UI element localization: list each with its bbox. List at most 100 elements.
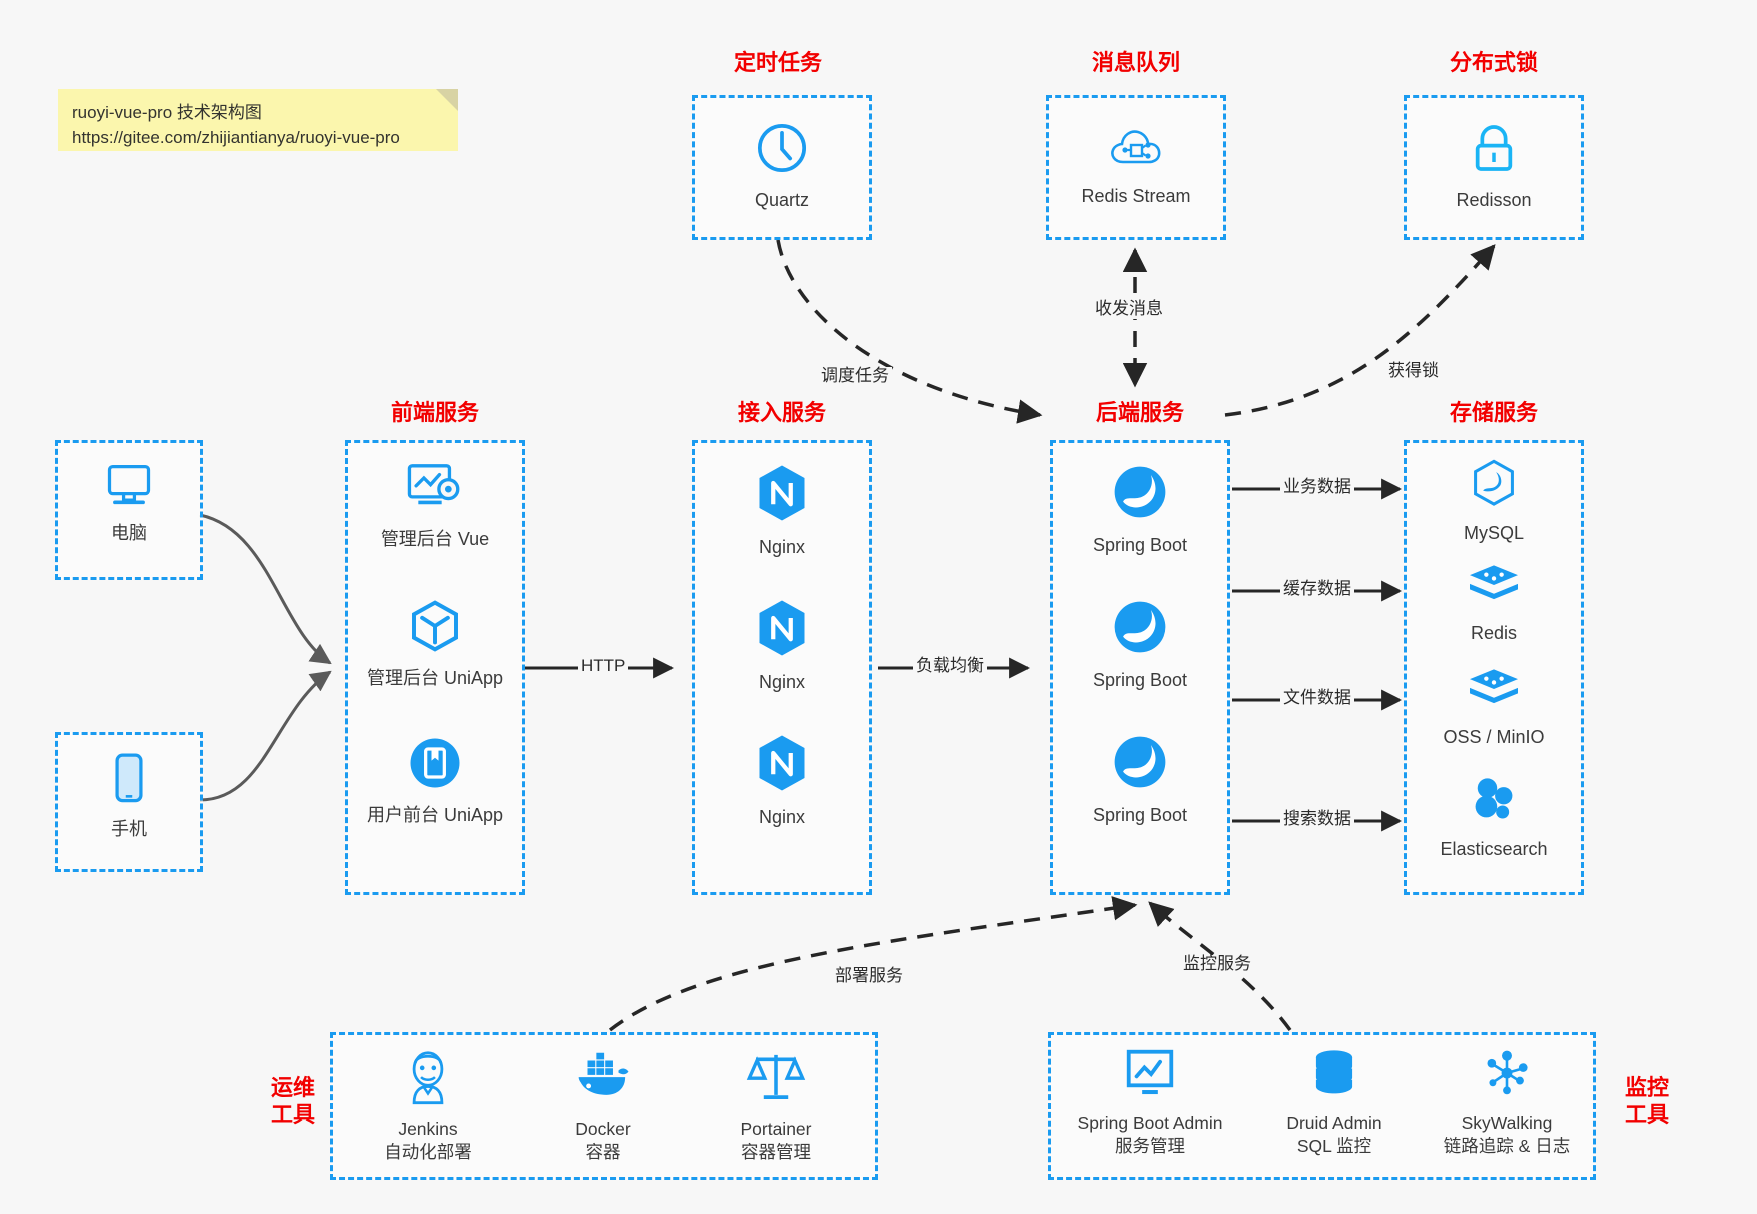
database-icon xyxy=(1249,1047,1419,1106)
node-quartz[interactable]: Quartz xyxy=(695,120,869,213)
caption-ops-tools-line1: 运维 xyxy=(270,1075,315,1100)
node-label: 电脑 xyxy=(111,523,147,544)
tool-skywalking[interactable]: SkyWalking 链路追踪 & 日志 xyxy=(1419,1047,1595,1159)
node-redis[interactable]: Redis xyxy=(1407,561,1581,646)
caption-storage: 存储服务 xyxy=(1449,400,1538,425)
edge-label-send-receive-msg: 收发消息 xyxy=(1092,299,1166,319)
spring-icon xyxy=(1053,463,1227,527)
node-spring-boot-2[interactable]: Spring Boot xyxy=(1053,598,1227,693)
node-admin-vue[interactable]: 管理后台 Vue xyxy=(348,461,522,552)
note-fold-icon xyxy=(436,89,458,111)
caption-ops-tools: 运维 工具 xyxy=(258,1075,328,1129)
oss-icon xyxy=(1407,665,1581,719)
node-label: Nginx xyxy=(758,672,806,693)
elasticsearch-icon xyxy=(1407,773,1581,831)
node-label: 管理后台 Vue xyxy=(380,529,490,550)
edge-label-business-data: 业务数据 xyxy=(1280,477,1354,497)
node-spring-boot-1[interactable]: Spring Boot xyxy=(1053,463,1227,558)
group-ops-tools: Jenkins 自动化部署 Docker 容器 xyxy=(330,1032,878,1180)
skywalking-icon xyxy=(1419,1047,1595,1106)
tool-desc: 服务管理 xyxy=(1115,1136,1185,1157)
redis-icon xyxy=(1407,561,1581,615)
node-mysql[interactable]: MySQL xyxy=(1407,457,1581,546)
tool-name: Portainer xyxy=(740,1118,812,1139)
node-label: 管理后台 UniApp xyxy=(366,668,504,689)
edge-label-file-data: 文件数据 xyxy=(1280,688,1354,708)
caption-monitor-tools-line1: 监控 xyxy=(1624,1075,1669,1100)
node-user-uniapp[interactable]: 用户前台 UniApp xyxy=(348,735,522,828)
node-label: Spring Boot xyxy=(1092,805,1188,826)
node-label: OSS / MinIO xyxy=(1443,727,1545,748)
node-redis-stream[interactable]: Redis Stream xyxy=(1049,120,1223,209)
node-redisson[interactable]: Redisson xyxy=(1407,120,1581,213)
note-line-2: https://gitee.com/zhijiantianya/ruoyi-vu… xyxy=(72,128,400,148)
scales-icon xyxy=(691,1047,861,1112)
mysql-icon xyxy=(1407,457,1581,515)
node-desktop[interactable]: 电脑 xyxy=(58,461,200,546)
dashboard-gear-icon xyxy=(348,461,522,521)
caption-ops-tools-line2: 工具 xyxy=(270,1101,315,1127)
edge-label-http: HTTP xyxy=(578,656,629,676)
edge-label-load-balance: 负载均衡 xyxy=(913,656,987,676)
tool-desc: 容器 xyxy=(585,1142,621,1163)
node-mobile[interactable]: 手机 xyxy=(58,753,200,842)
group-storage: MySQL Redis OSS / MinIO xyxy=(1404,440,1584,895)
edge-label-search-data: 搜索数据 xyxy=(1280,809,1354,829)
node-label: Redisson xyxy=(1456,190,1532,211)
cloud-network-icon xyxy=(1049,120,1223,178)
node-label: Quartz xyxy=(754,190,810,211)
node-label: MySQL xyxy=(1463,523,1524,544)
cube-icon xyxy=(348,598,522,660)
note-line-1: ruoyi-vue-pro 技术架构图 xyxy=(72,103,262,122)
spring-icon xyxy=(1053,733,1227,797)
caption-monitor-tools-line2: 工具 xyxy=(1624,1101,1669,1127)
group-scheduled-task: Quartz xyxy=(692,95,872,240)
caption-distributed-lock: 分布式锁 xyxy=(1449,50,1538,75)
node-elasticsearch[interactable]: Elasticsearch xyxy=(1407,773,1581,862)
group-backend: Spring Boot Spring Boot Spring Boot xyxy=(1050,440,1230,895)
spring-icon xyxy=(1053,598,1227,662)
tool-name: Jenkins xyxy=(398,1118,458,1139)
edge-label-deploy-service: 部署服务 xyxy=(832,966,906,986)
node-label: Redis Stream xyxy=(1081,186,1191,207)
caption-monitor-tools: 监控 工具 xyxy=(1612,1075,1682,1129)
lock-icon xyxy=(1407,120,1581,182)
edge-label-monitor-service: 监控服务 xyxy=(1180,954,1254,974)
tool-desc: 自动化部署 xyxy=(384,1142,472,1163)
tool-jenkins[interactable]: Jenkins 自动化部署 xyxy=(343,1047,513,1165)
mobile-icon xyxy=(58,753,200,811)
edge-label-cache-data: 缓存数据 xyxy=(1280,579,1354,599)
tool-name: Spring Boot Admin xyxy=(1077,1112,1223,1133)
node-label: Spring Boot xyxy=(1092,670,1188,691)
edge-label-acquire-lock: 获得锁 xyxy=(1385,361,1442,381)
caption-scheduled-task: 定时任务 xyxy=(733,50,822,75)
jenkins-icon xyxy=(343,1047,513,1112)
group-frontend: 管理后台 Vue 管理后台 UniApp 用户前台 UniApp xyxy=(345,440,525,895)
tool-druid-admin[interactable]: Druid Admin SQL 监控 xyxy=(1249,1047,1419,1159)
group-client-desktop: 电脑 xyxy=(55,440,203,580)
tool-name: Docker xyxy=(575,1118,631,1139)
tool-portainer[interactable]: Portainer 容器管理 xyxy=(691,1047,861,1165)
node-label: Nginx xyxy=(758,807,806,828)
node-label: Nginx xyxy=(758,537,806,558)
title-note: ruoyi-vue-pro 技术架构图 https://gitee.com/zh… xyxy=(58,89,458,151)
node-label: Redis xyxy=(1470,623,1518,644)
tool-spring-boot-admin[interactable]: Spring Boot Admin 服务管理 xyxy=(1055,1047,1245,1159)
node-nginx-1[interactable]: Nginx xyxy=(695,463,869,560)
node-admin-uniapp[interactable]: 管理后台 UniApp xyxy=(348,598,522,691)
group-distributed-lock: Redisson xyxy=(1404,95,1584,240)
node-nginx-2[interactable]: Nginx xyxy=(695,598,869,695)
group-client-mobile: 手机 xyxy=(55,732,203,872)
tool-name: SkyWalking xyxy=(1461,1112,1553,1133)
tool-docker[interactable]: Docker 容器 xyxy=(518,1047,688,1165)
node-oss-minio[interactable]: OSS / MinIO xyxy=(1407,665,1581,750)
node-spring-boot-3[interactable]: Spring Boot xyxy=(1053,733,1227,828)
node-nginx-3[interactable]: Nginx xyxy=(695,733,869,830)
nginx-icon xyxy=(695,598,869,664)
tool-name: Druid Admin xyxy=(1286,1112,1382,1133)
node-label: 用户前台 UniApp xyxy=(366,805,504,826)
edge-label-schedule-task: 调度任务 xyxy=(818,366,892,386)
node-label: Spring Boot xyxy=(1092,535,1188,556)
app-circle-icon xyxy=(348,735,522,797)
